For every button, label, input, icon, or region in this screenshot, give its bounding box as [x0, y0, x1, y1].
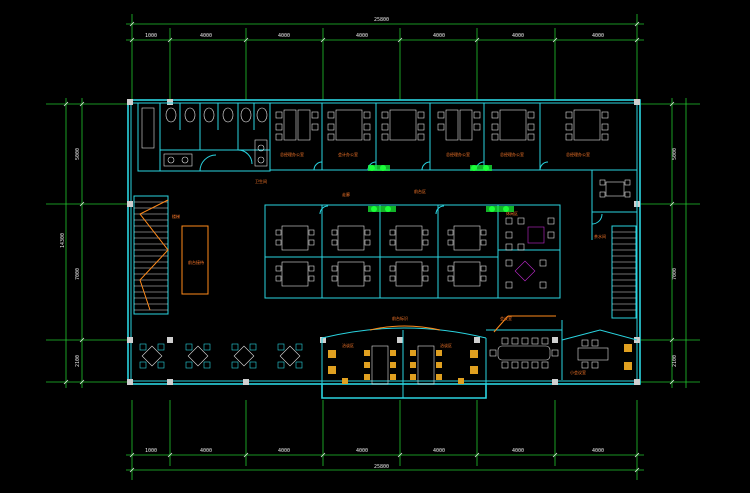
top-dim-1: 1000 [145, 33, 157, 39]
conference-label: 会议室 [500, 315, 512, 321]
lounge-label: 休闲区 [506, 210, 518, 216]
entry-label: 前台标识 [392, 315, 408, 321]
left-dim-1: 5000 [75, 148, 81, 160]
bottom-dim-4: 4000 [356, 448, 368, 454]
conference-room [486, 315, 563, 380]
bottom-overall-dim: 25800 [374, 464, 389, 470]
bottom-dim-1: 1000 [145, 448, 157, 454]
open-office [264, 204, 561, 299]
reception-desk [181, 225, 209, 295]
lounge-tables [141, 345, 301, 367]
right-dim-1: 5000 [672, 148, 678, 160]
right-staircase [611, 225, 637, 319]
top-dim-2: 4000 [200, 33, 212, 39]
office-4-label: 总经理办公室 [500, 151, 524, 157]
wc-label: 卫生间 [255, 178, 267, 184]
small-meeting-room [561, 329, 638, 370]
bottom-dim-2: 4000 [200, 448, 212, 454]
grid-lines [46, 14, 700, 480]
restroom-block [137, 102, 271, 172]
top-dim-4: 4000 [356, 33, 368, 39]
top-overall-dim: 25800 [374, 17, 389, 23]
meeting-right-label: 洽谈区 [440, 342, 452, 348]
top-dim-6: 4000 [512, 33, 524, 39]
office-5-label: 总经理办公室 [566, 151, 590, 157]
bottom-dim-3: 4000 [278, 448, 290, 454]
reception-label: 前台接待 [188, 259, 204, 265]
right-dim-3: 2100 [672, 355, 678, 367]
small-meeting-label: 小会议室 [570, 369, 586, 375]
bottom-dim-6: 4000 [512, 448, 524, 454]
left-dim-2: 7000 [75, 268, 81, 280]
office-2-label: 会计办公室 [338, 151, 358, 157]
hall-label: 前台区 [414, 188, 426, 194]
plants [368, 165, 514, 212]
storage-label: 茶水间 [594, 233, 606, 239]
top-dim-3: 4000 [278, 33, 290, 39]
meeting-rooms [321, 325, 487, 398]
bottom-dim-7: 4000 [592, 448, 604, 454]
left-staircase [133, 195, 169, 315]
office-1-label: 总经理办公室 [280, 151, 304, 157]
office-3-label: 总经理办公室 [446, 151, 470, 157]
bottom-dim-5: 4000 [433, 448, 445, 454]
meeting-left-label: 洽谈区 [342, 342, 354, 348]
top-dim-7: 4000 [592, 33, 604, 39]
corridor-label: 走廊 [342, 191, 350, 197]
workstations [275, 217, 555, 289]
columns [127, 99, 640, 385]
office-desks [275, 109, 609, 141]
lounge-chairs [139, 343, 303, 369]
right-rooms [591, 169, 638, 240]
stair-label: 楼梯 [172, 213, 180, 219]
top-dim-5: 4000 [433, 33, 445, 39]
left-dim-3: 2100 [75, 355, 81, 367]
left-overall-dim: 14300 [60, 233, 66, 248]
right-dim-2: 7000 [672, 268, 678, 280]
top-offices [269, 103, 637, 171]
